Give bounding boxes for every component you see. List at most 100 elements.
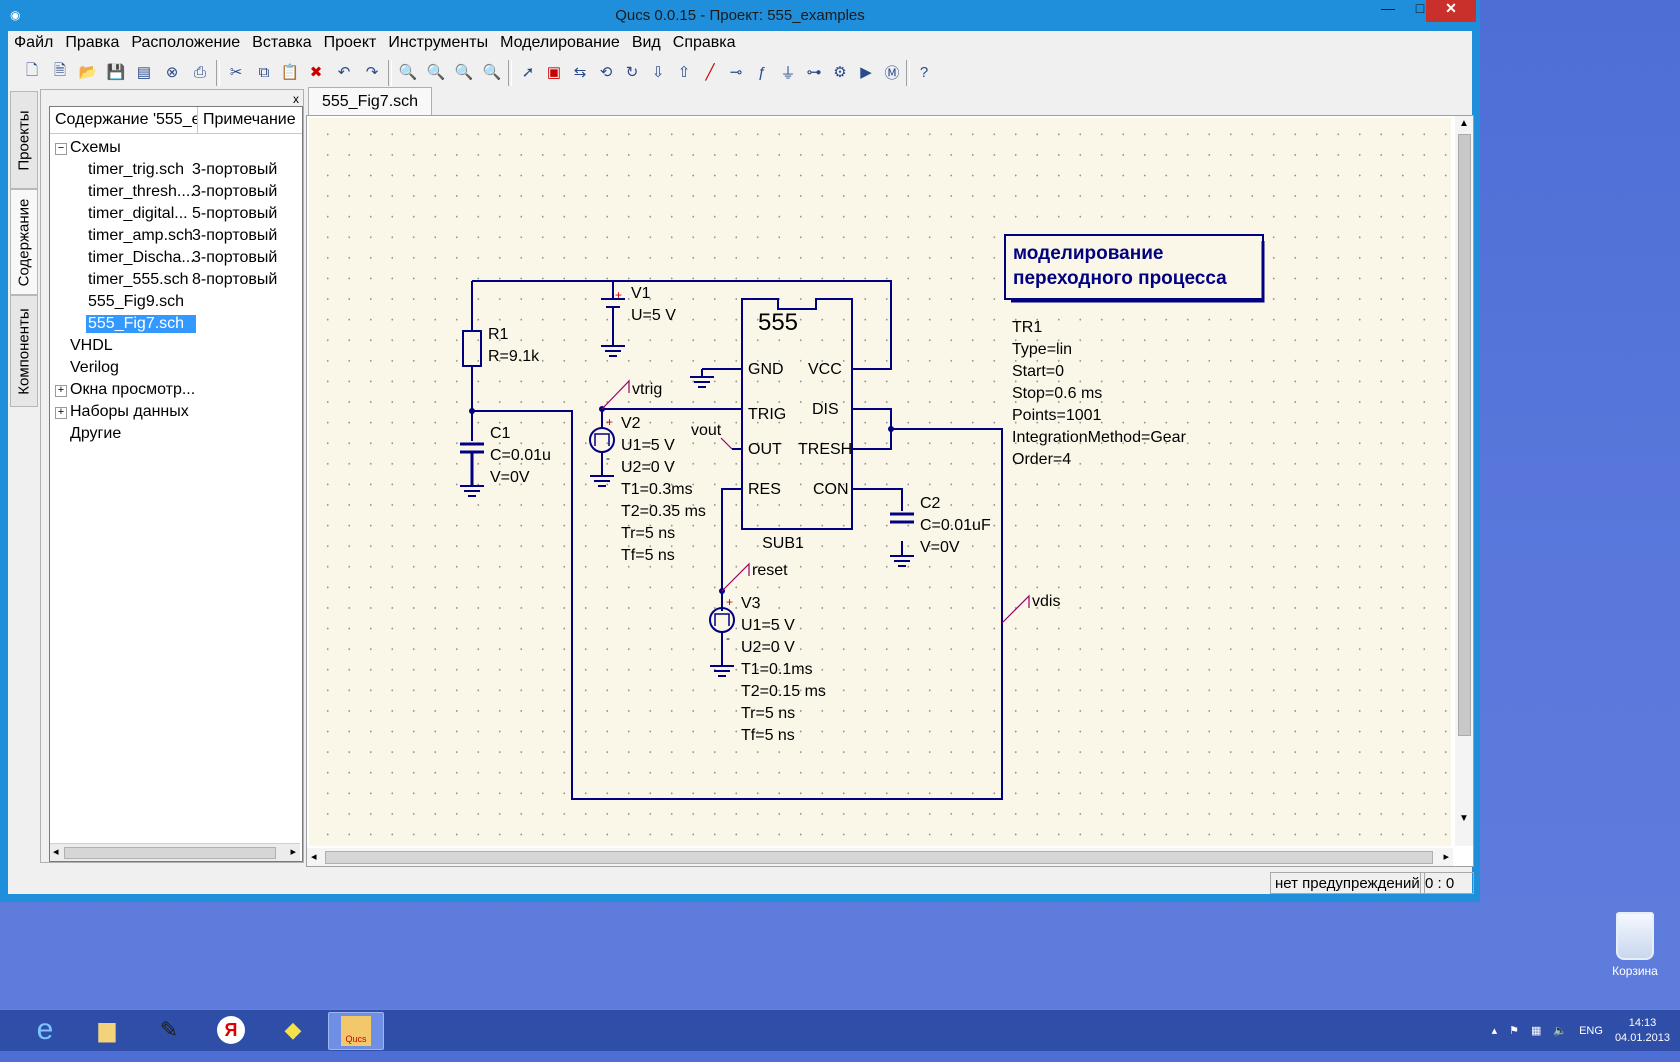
scroll-right-icon[interactable]: ▸: [290, 846, 296, 858]
open-file-icon[interactable]: 📂: [78, 64, 98, 81]
cut-icon[interactable]: ✂: [229, 64, 243, 81]
edit-activate-icon[interactable]: ▣: [546, 64, 562, 81]
ground-symbol: [590, 452, 614, 487]
network-icon[interactable]: ▦: [1530, 1025, 1542, 1037]
expand-icon[interactable]: +: [55, 385, 67, 397]
c1-capacitor[interactable]: C1 C=0.01u V=0V: [460, 425, 551, 497]
action-center-flag-icon[interactable]: ⚑: [1509, 1025, 1519, 1037]
minus-sign: -: [606, 451, 610, 465]
simulate-icon[interactable]: ▶: [860, 64, 872, 81]
whats-this-help-icon[interactable]: ?: [919, 63, 929, 81]
clock[interactable]: 14:13 04.01.2013: [1615, 1016, 1670, 1046]
horizontal-scroll-thumb[interactable]: [325, 851, 1433, 864]
menu-simulation[interactable]: Моделирование: [500, 34, 620, 51]
menu-file[interactable]: Файл: [14, 34, 54, 51]
marker-icon[interactable]: Ⓜ: [884, 64, 900, 82]
menu-edit[interactable]: Правка: [65, 34, 120, 51]
c2-capacitor[interactable]: C2 C=0.01uF V=0V: [890, 495, 991, 567]
minimize-button[interactable]: —: [1381, 0, 1395, 16]
label-vdis[interactable]: vdis: [1032, 593, 1060, 610]
transient-simulation-block[interactable]: TR1 Type=lin Start=0 Stop=0.6 ms Points=…: [1012, 319, 1187, 468]
scroll-up-icon[interactable]: ▲: [1459, 118, 1469, 129]
language-indicator[interactable]: ENG: [1579, 1024, 1603, 1037]
expand-icon[interactable]: +: [55, 407, 67, 419]
maximize-button[interactable]: □: [1415, 0, 1425, 16]
v2-pulse-source[interactable]: + - V2 U1=5 V U2=0 V T1=0.3ms T2=0.35 ms…: [589, 415, 706, 564]
canvas-vertical-scrollbar[interactable]: ▲ ▼: [1455, 116, 1473, 846]
new-text-icon[interactable]: 🗎: [53, 61, 67, 79]
recycle-bin[interactable]: Корзина: [1600, 912, 1670, 978]
collapse-icon[interactable]: −: [55, 143, 67, 155]
copy-icon[interactable]: ⧉: [258, 63, 270, 81]
ground-icon[interactable]: ⏚: [780, 64, 796, 82]
yandex-browser-icon[interactable]: Я: [204, 1012, 258, 1048]
tree-scroll-thumb[interactable]: [64, 847, 276, 859]
content-tree[interactable]: Содержание '555_e Примечание − Схемы tim…: [49, 106, 303, 862]
zoom-fit-icon[interactable]: 🔍: [398, 64, 418, 81]
select-pointer-icon[interactable]: ➚: [521, 64, 535, 81]
v3-pulse-source[interactable]: + - V3 U1=5 V U2=0 V T1=0.1ms T2=0.15 ms…: [709, 595, 826, 744]
clock-time: 14:13: [1628, 1016, 1657, 1029]
menu-tools[interactable]: Инструменты: [388, 34, 489, 51]
scroll-left-icon[interactable]: ◂: [311, 851, 317, 863]
mirror-icon[interactable]: ⇆: [573, 64, 587, 81]
canvas-horizontal-scrollbar[interactable]: ◂ ▸: [307, 848, 1453, 866]
enter-subcircuit-icon[interactable]: ⇩: [651, 64, 665, 81]
settings-gear-icon[interactable]: ⚙: [833, 64, 847, 81]
rotate-right-icon[interactable]: ↻: [625, 64, 639, 81]
file-explorer-icon[interactable]: ▆: [98, 1017, 116, 1042]
close-document-icon[interactable]: ⊗: [165, 64, 179, 81]
label-vtrig[interactable]: vtrig: [632, 381, 662, 398]
column-content[interactable]: Содержание '555_e: [50, 107, 199, 133]
schematic-canvas[interactable]: 555 GND VCC TRIG DIS OUT TRESH RES CON S…: [309, 118, 1451, 846]
zoom-in-icon[interactable]: 🔍: [426, 64, 446, 81]
column-note[interactable]: Примечание: [203, 111, 296, 128]
menu-help[interactable]: Справка: [672, 34, 736, 51]
scroll-down-icon[interactable]: ▼: [1459, 813, 1469, 824]
dock-close-icon[interactable]: x: [293, 92, 299, 106]
menu-view[interactable]: Вид: [631, 34, 661, 51]
new-file-icon[interactable]: 🗋: [25, 61, 39, 79]
rotate-icon[interactable]: ⟲: [599, 64, 613, 81]
vertical-scroll-thumb[interactable]: [1458, 134, 1471, 736]
scroll-left-icon[interactable]: ◂: [53, 846, 59, 858]
menu-insert[interactable]: Вставка: [252, 34, 312, 51]
tab-content[interactable]: Содержание: [10, 189, 38, 295]
label-reset[interactable]: reset: [752, 562, 788, 579]
save-icon[interactable]: 💾: [106, 64, 126, 81]
close-button[interactable]: ✕: [1426, 0, 1476, 22]
print-icon[interactable]: ⎙: [193, 63, 206, 81]
ic-555[interactable]: 555 GND VCC TRIG DIS OUT TRESH RES CON S…: [741, 298, 853, 552]
redo-icon[interactable]: ↷: [365, 64, 379, 81]
show-hidden-icons-icon[interactable]: ▴: [1491, 1025, 1498, 1037]
title-bar[interactable]: ◉ Qucs 0.0.15 - Проект: 555_examples — □…: [0, 0, 1480, 31]
wire-icon[interactable]: ╱: [705, 64, 715, 81]
tab-555-fig7[interactable]: 555_Fig7.sch: [308, 87, 432, 116]
equation-icon[interactable]: ƒ: [757, 63, 767, 81]
qucs-taskbar-button[interactable]: Qucs: [328, 1012, 384, 1050]
zoom-out-icon[interactable]: 🔍: [454, 64, 474, 81]
tab-components[interactable]: Компоненты: [10, 295, 38, 407]
paste-icon[interactable]: 📋: [280, 64, 300, 81]
qucs-app-icon[interactable]: ◉: [10, 8, 21, 22]
volume-icon[interactable]: 🔈: [1553, 1025, 1568, 1037]
menu-positioning[interactable]: Расположение: [131, 34, 241, 51]
v1-dc-source[interactable]: + V1 U=5 V: [601, 285, 676, 357]
menu-project[interactable]: Проект: [323, 34, 377, 51]
delete-icon[interactable]: ✖: [309, 64, 323, 81]
sketch-app-icon[interactable]: ✎: [159, 1017, 179, 1042]
exit-subcircuit-icon[interactable]: ⇧: [677, 64, 691, 81]
internet-explorer-icon[interactable]: e: [36, 1013, 54, 1046]
undo-icon[interactable]: ↶: [337, 64, 351, 81]
r1-resistor[interactable]: R1 R=9.1k: [462, 326, 540, 367]
save-all-icon[interactable]: ▤: [136, 64, 152, 81]
zoom-selection-icon[interactable]: 🔍: [482, 64, 502, 81]
label-vout[interactable]: vout: [691, 422, 722, 439]
sticky-notes-icon[interactable]: ◆: [284, 1017, 302, 1042]
wire-label-icon[interactable]: ⊸: [729, 64, 743, 81]
title-text-box[interactable]: моделирование переходного процесса: [1004, 234, 1265, 303]
tab-projects[interactable]: Проекты: [10, 91, 38, 189]
port-icon[interactable]: ⊶: [806, 64, 822, 81]
tree-horizontal-scrollbar[interactable]: ◂ ▸: [50, 843, 300, 861]
scroll-right-icon[interactable]: ▸: [1443, 851, 1449, 863]
